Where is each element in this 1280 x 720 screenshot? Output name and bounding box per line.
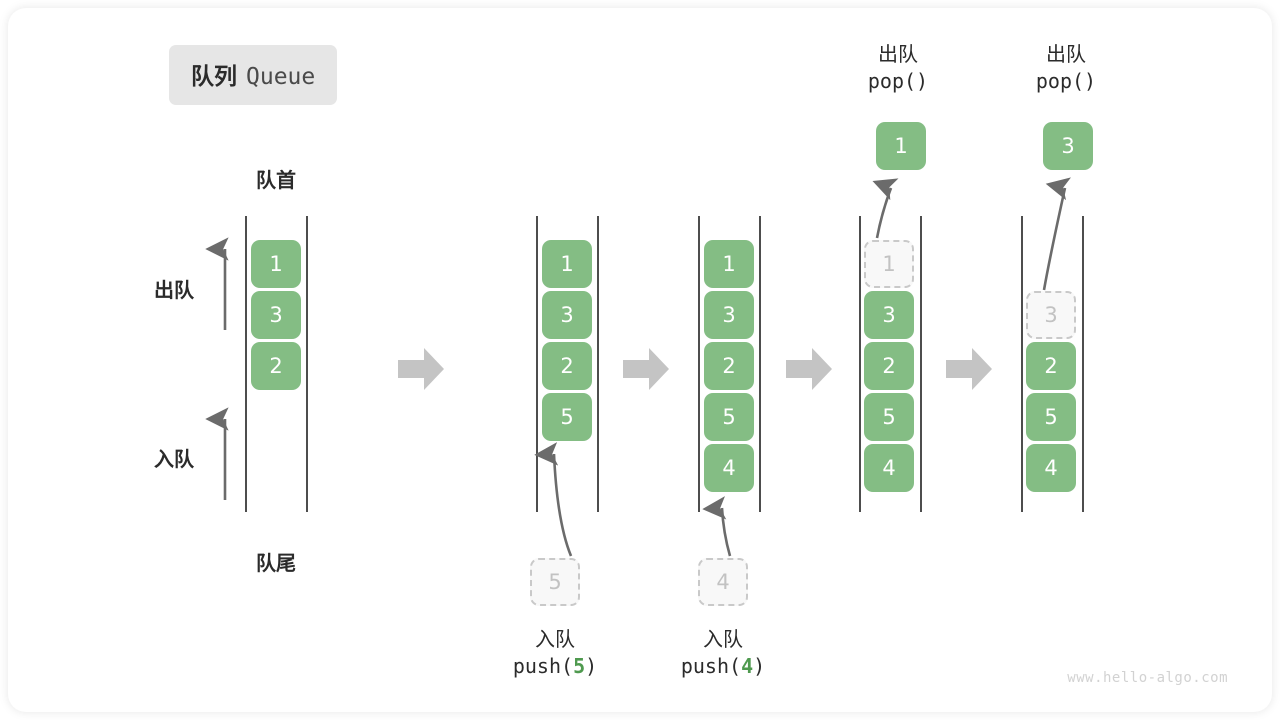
queue-rail-right-stage-4 (1082, 216, 1084, 512)
stage-transition-arrow-icon (946, 348, 992, 390)
push-code-arg: 4 (741, 654, 754, 678)
incoming-element-ghost: 5 (530, 558, 580, 606)
pop-caption-stage-3: 出队 pop() (828, 41, 968, 95)
queue-front-label: 队首 (256, 168, 296, 192)
push-code-arg: 5 (573, 654, 586, 678)
title-english: Queue (246, 64, 316, 90)
queue-rail-left-stage-1 (536, 216, 538, 512)
queue-cells-stage-0: 1 3 2 (251, 240, 301, 390)
queue-cell: 1 (251, 240, 301, 288)
queue-cell: 3 (704, 291, 754, 339)
queue-rail-right-stage-3 (920, 216, 922, 512)
pop-arrow-icon (1028, 174, 1076, 294)
queue-cell: 1 (704, 240, 754, 288)
queue-cell: 5 (864, 393, 914, 441)
incoming-element-ghost: 4 (698, 558, 748, 606)
enqueue-direction-label: 入队 (154, 447, 194, 471)
queue-rail-right-stage-2 (759, 216, 761, 512)
pop-caption-chinese: 出队 (1046, 42, 1086, 66)
push-caption-chinese: 入队 (535, 627, 575, 651)
queue-cell: 2 (704, 342, 754, 390)
diagram-canvas: 队列 Queue 队首 队尾 出队 入队 1 3 2 (8, 8, 1272, 712)
queue-cell: 5 (1026, 393, 1076, 441)
queue-cell-empty-slot (1026, 240, 1076, 291)
queue-cell: 3 (864, 291, 914, 339)
stage-transition-arrow-icon (786, 348, 832, 390)
diagram-title-badge: 队列 Queue (169, 45, 338, 105)
popped-element-box: 3 (1043, 122, 1093, 170)
queue-rail-left-stage-2 (698, 216, 700, 512)
push-arrow-icon (534, 438, 584, 560)
queue-rail-right-stage-0 (306, 216, 308, 512)
push-code-prefix: push( (512, 654, 574, 678)
queue-cell: 2 (251, 342, 301, 390)
pop-caption-code: pop() (867, 69, 929, 93)
pop-caption-stage-4: 出队 pop() (996, 41, 1136, 95)
queue-cell-removing: 3 (1026, 291, 1076, 339)
push-caption-code: push(5) (485, 653, 625, 680)
queue-cell: 3 (251, 291, 301, 339)
queue-cell: 4 (704, 444, 754, 492)
watermark: www.hello-algo.com (1067, 670, 1228, 686)
pop-caption-chinese: 出队 (878, 42, 918, 66)
queue-cells-stage-3: 1 3 2 5 4 (864, 240, 914, 492)
queue-cell: 1 (542, 240, 592, 288)
push-caption-chinese: 入队 (703, 627, 743, 651)
dequeue-direction-arrow-icon (205, 237, 233, 330)
enqueue-direction-arrow-icon (205, 407, 233, 500)
push-code-suffix: ) (585, 654, 598, 678)
queue-cells-stage-2: 1 3 2 5 4 (704, 240, 754, 492)
queue-rail-left-stage-3 (859, 216, 861, 512)
queue-cell: 2 (1026, 342, 1076, 390)
queue-cells-stage-1: 1 3 2 5 (542, 240, 592, 441)
stage-transition-arrow-icon (623, 348, 669, 390)
dequeue-direction-label: 出队 (154, 278, 194, 302)
push-arrow-icon (702, 492, 746, 560)
queue-cell: 4 (864, 444, 914, 492)
push-code-prefix: push( (680, 654, 742, 678)
popped-element-box: 1 (876, 122, 926, 170)
push-caption-code: push(4) (653, 653, 793, 680)
queue-cell-removing: 1 (864, 240, 914, 288)
queue-cell: 5 (704, 393, 754, 441)
queue-rail-left-stage-4 (1021, 216, 1023, 512)
queue-cell: 2 (864, 342, 914, 390)
queue-cells-stage-4: 3 2 5 4 (1026, 240, 1076, 492)
pop-arrow-icon (863, 174, 903, 242)
queue-cell: 3 (542, 291, 592, 339)
queue-rear-label: 队尾 (256, 551, 296, 575)
push-caption-stage-2: 入队 push(4) (653, 626, 793, 680)
stage-transition-arrow-icon (398, 348, 444, 390)
pop-caption-code: pop() (1035, 69, 1097, 93)
queue-rail-right-stage-1 (597, 216, 599, 512)
queue-cell: 5 (542, 393, 592, 441)
push-caption-stage-1: 入队 push(5) (485, 626, 625, 680)
queue-rail-left-stage-0 (245, 216, 247, 512)
queue-cell: 4 (1026, 444, 1076, 492)
title-chinese: 队列 (191, 64, 237, 90)
push-code-suffix: ) (753, 654, 766, 678)
queue-cell: 2 (542, 342, 592, 390)
